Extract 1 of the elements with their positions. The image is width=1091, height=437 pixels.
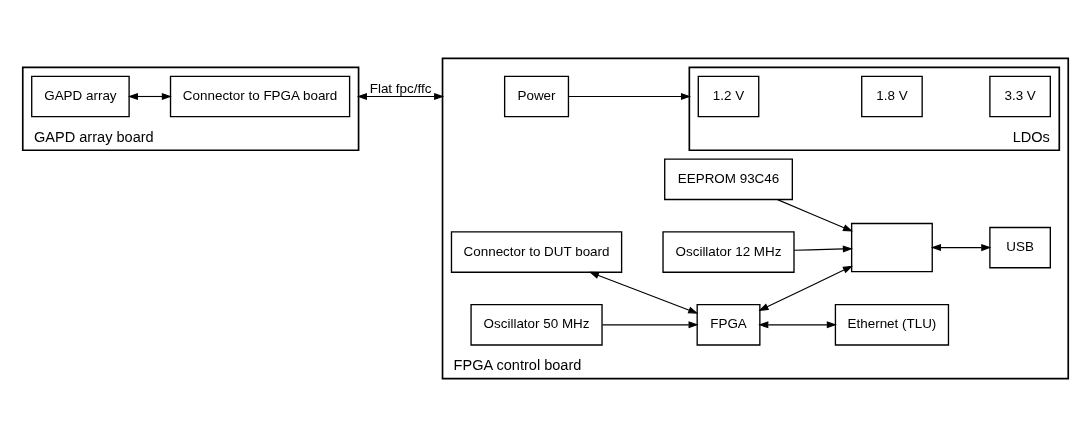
edge-label: Flat fpc/ffc	[369, 80, 432, 96]
